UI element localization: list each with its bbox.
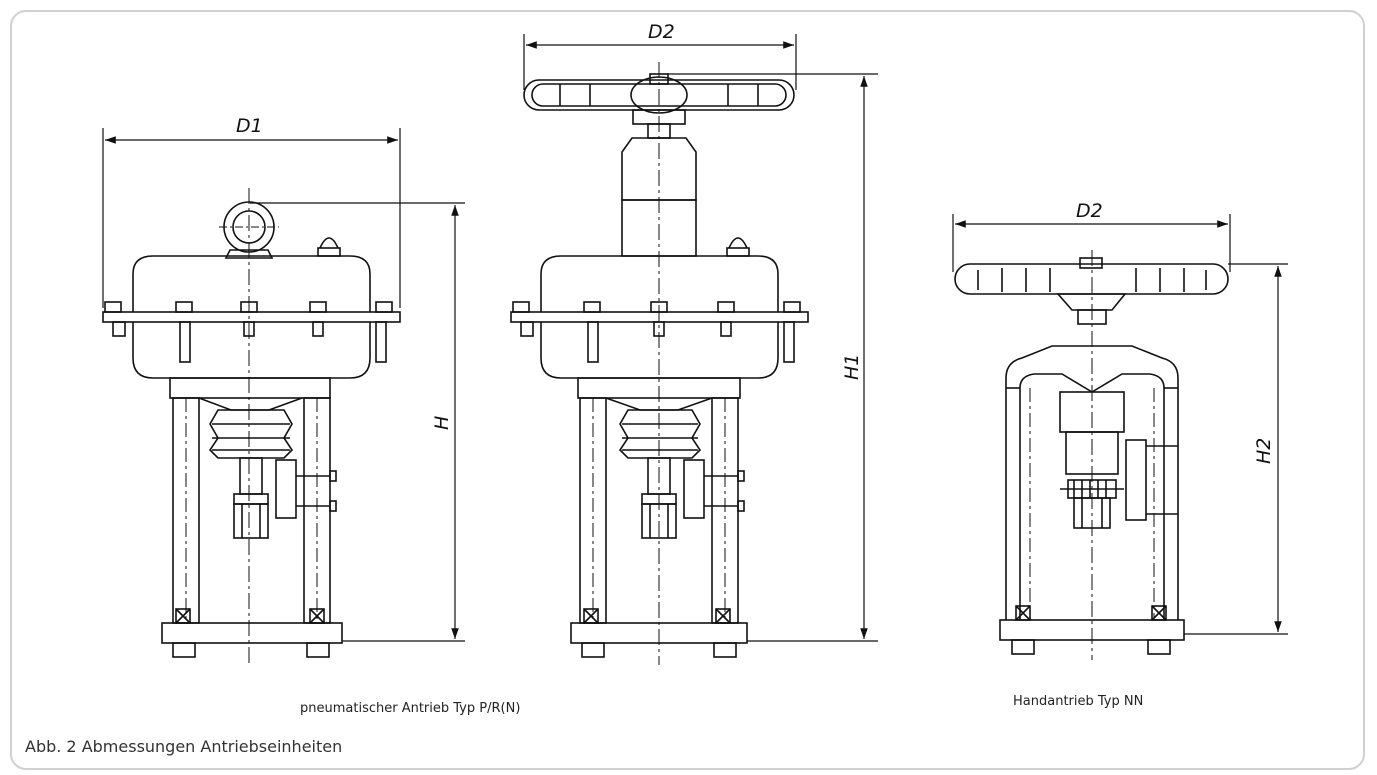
figure-frame <box>10 10 1365 770</box>
pneumatic-actuator-left <box>102 188 401 665</box>
dimension-h2 <box>1184 263 1288 635</box>
dimension-d2-right <box>952 214 1231 272</box>
dimension-h1 <box>668 73 878 642</box>
label-d2-top: D2 <box>648 21 675 43</box>
dimension-d1 <box>102 128 401 308</box>
label-h: H <box>431 416 453 430</box>
manual-actuator <box>954 250 1229 660</box>
figure-title: Abb. 2 Abmessungen Antriebseinheiten <box>25 737 343 756</box>
label-h2: H2 <box>1253 438 1275 464</box>
label-d2-right: D2 <box>1076 200 1103 222</box>
caption-pneumatic: pneumatischer Antrieb Typ P/R(N) <box>300 701 521 716</box>
caption-manual: Handantrieb Typ NN <box>1013 694 1144 709</box>
dimension-h <box>250 202 465 642</box>
dimension-d2-top <box>523 34 797 90</box>
pneumatic-actuator-handwheel <box>510 62 809 665</box>
label-d1: D1 <box>236 115 263 137</box>
label-h1: H1 <box>841 354 863 380</box>
